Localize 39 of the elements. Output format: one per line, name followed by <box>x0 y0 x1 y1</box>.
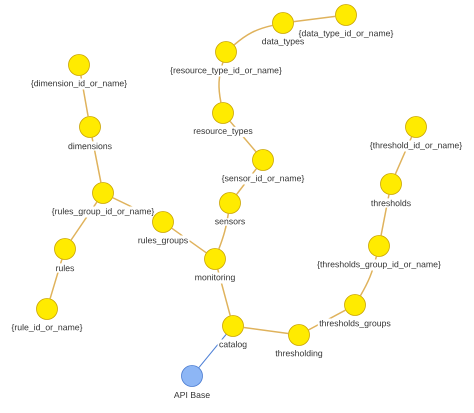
node-label: sensors <box>215 220 245 224</box>
node-label: monitoring <box>195 274 235 282</box>
connector-line <box>112 197 154 218</box>
connector-line <box>236 168 257 195</box>
connector-line <box>80 76 89 116</box>
node-label: {sensor_id_or_name} <box>222 174 304 184</box>
connector-line <box>230 120 257 152</box>
node-label: thresholding <box>275 350 322 358</box>
node-label: thresholds <box>371 200 411 206</box>
node-label: {resource_type_id_or_name} <box>170 66 282 76</box>
connector-line <box>234 24 273 46</box>
connector-line <box>394 136 412 174</box>
node-label: {dimension_id_or_name} <box>31 80 127 88</box>
connector-line <box>218 214 230 250</box>
node-label: {rule_id_or_name} <box>12 324 82 332</box>
connector-line <box>217 269 231 316</box>
node-label: {threshold_id_or_name} <box>370 142 462 150</box>
connector-line <box>49 259 63 299</box>
node-label: resource_types <box>194 128 252 136</box>
connector-line <box>244 326 288 334</box>
connector-line <box>171 228 207 254</box>
connector-line <box>360 256 378 296</box>
node-label: thresholds_groups <box>319 320 390 328</box>
connector-line <box>218 62 224 102</box>
node-label: {data_type_id_or_name} <box>298 30 394 38</box>
connector-line <box>294 16 336 22</box>
node-label: dimensions <box>68 142 112 150</box>
node-label: {thresholds_group_id_or_name} <box>317 260 441 270</box>
node-label: catalog <box>219 340 246 350</box>
connector-line <box>380 194 390 236</box>
node-label: rules_groups <box>138 236 188 246</box>
node-label: API Base <box>174 392 210 398</box>
node-label: rules <box>56 264 74 272</box>
connector-line <box>70 202 98 240</box>
connector-line <box>308 310 346 331</box>
node-label: {rules_group_id_or_name} <box>52 208 154 216</box>
connector-line <box>91 138 102 182</box>
connector-line <box>198 334 227 368</box>
node-label: data_types <box>262 38 304 46</box>
